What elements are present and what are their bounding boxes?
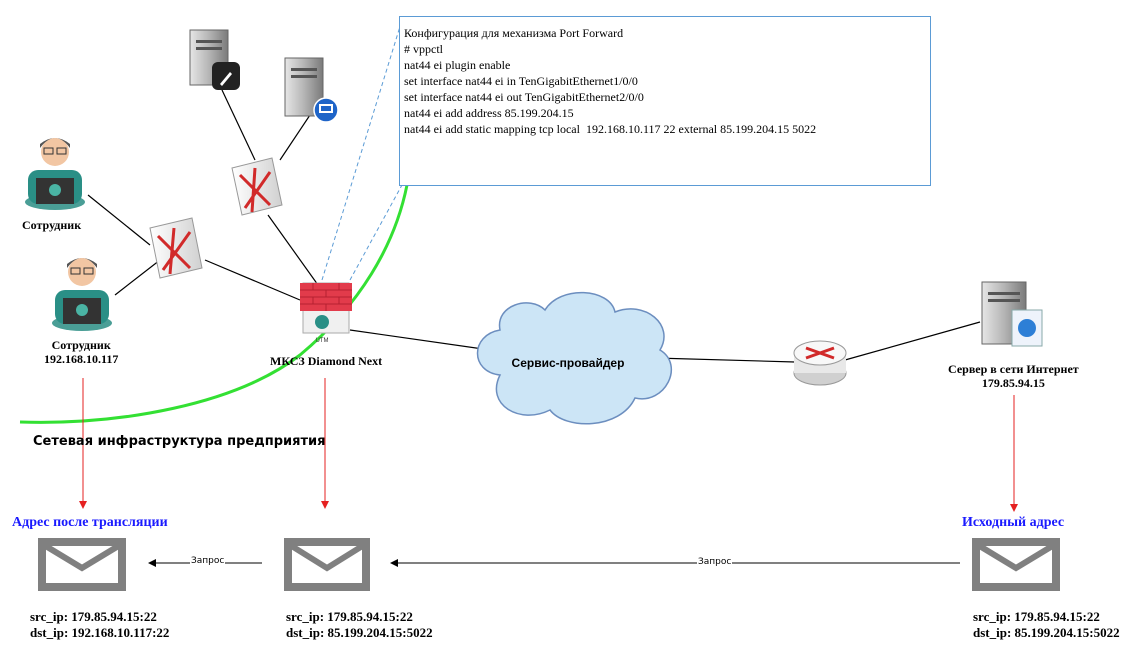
packet-middle-src: src_ip: 179.85.94.15:22: [286, 609, 413, 624]
request-label-right: Запрос: [697, 557, 733, 567]
employee-2-label: Сотрудник 192.168.10.117: [44, 338, 118, 366]
utm-badge-text: UTM: [316, 338, 329, 344]
config-line: # vppctl: [404, 42, 443, 56]
config-line: set interface nat44 ei in TenGigabitEthe…: [404, 74, 638, 88]
packet-envelope-right[interactable]: [972, 538, 1060, 591]
packet-left-addresses: src_ip: 179.85.94.15:22 dst_ip: 192.168.…: [30, 609, 169, 641]
server-label: Сервер в сети Интернет 179.85.94.15: [948, 362, 1079, 390]
config-line: nat44 ei add address 85.199.204.15: [404, 106, 574, 120]
packet-envelope-middle[interactable]: [284, 538, 370, 591]
config-line: set interface nat44 ei out TenGigabitEth…: [404, 90, 644, 104]
config-line: nat44 ei plugin enable: [404, 58, 511, 72]
enterprise-boundary-line: [19, 184, 409, 424]
employee-icon-2[interactable]: [52, 258, 112, 331]
server-icon-top-left[interactable]: [189, 29, 240, 90]
server-name: Сервер в сети Интернет: [948, 362, 1079, 376]
provider-label: Сервис-провайдер: [512, 356, 625, 370]
packet-right-src: src_ip: 179.85.94.15:22: [973, 609, 1100, 624]
server-ip: 179.85.94.15: [981, 376, 1045, 390]
config-title: Конфигурация для механизма Port Forward: [404, 26, 624, 40]
packet-left-src: src_ip: 179.85.94.15:22: [30, 609, 157, 624]
network-links: [87, 89, 981, 363]
packet-right-addresses: src_ip: 179.85.94.15:22 dst_ip: 85.199.2…: [973, 609, 1120, 641]
callout-line-1: [321, 19, 403, 281]
employee-1-label: Сотрудник: [22, 218, 82, 232]
packet-left-title: Адрес после трансляции: [12, 515, 168, 530]
port-forward-config-box: Конфигурация для механизма Port Forward …: [399, 16, 931, 186]
firewall-label: МКСЗ Diamond Next: [270, 354, 383, 368]
firewall-utm-icon[interactable]: UTM: [300, 282, 352, 344]
switch-icon-lower[interactable]: [149, 217, 203, 279]
server-icon-top-right[interactable]: [284, 57, 339, 123]
employee-2-name: Сотрудник: [51, 338, 111, 352]
employee-icon-1[interactable]: [25, 138, 85, 210]
internet-server-icon[interactable]: [981, 281, 1043, 347]
packet-middle-dst: dst_ip: 85.199.204.15:5022: [286, 625, 433, 640]
config-line: nat44 ei add static mapping tcp local 19…: [404, 122, 817, 136]
request-label-left: Запрос: [190, 556, 226, 566]
packet-right-title: Исходный адрес: [962, 515, 1065, 530]
enterprise-infra-label: Сетевая инфраструктура предприятия: [33, 434, 326, 449]
router-icon[interactable]: [793, 340, 847, 386]
packet-middle-addresses: src_ip: 179.85.94.15:22 dst_ip: 85.199.2…: [286, 609, 433, 641]
packet-envelope-left[interactable]: [38, 538, 126, 591]
switch-icon-upper[interactable]: [231, 157, 283, 216]
packet-left-dst: dst_ip: 192.168.10.117:22: [30, 625, 170, 640]
employee-2-ip: 192.168.10.117: [44, 352, 119, 366]
packet-right-dst: dst_ip: 85.199.204.15:5022: [973, 625, 1120, 640]
provider-cloud[interactable]: Сервис-провайдер: [476, 291, 672, 425]
